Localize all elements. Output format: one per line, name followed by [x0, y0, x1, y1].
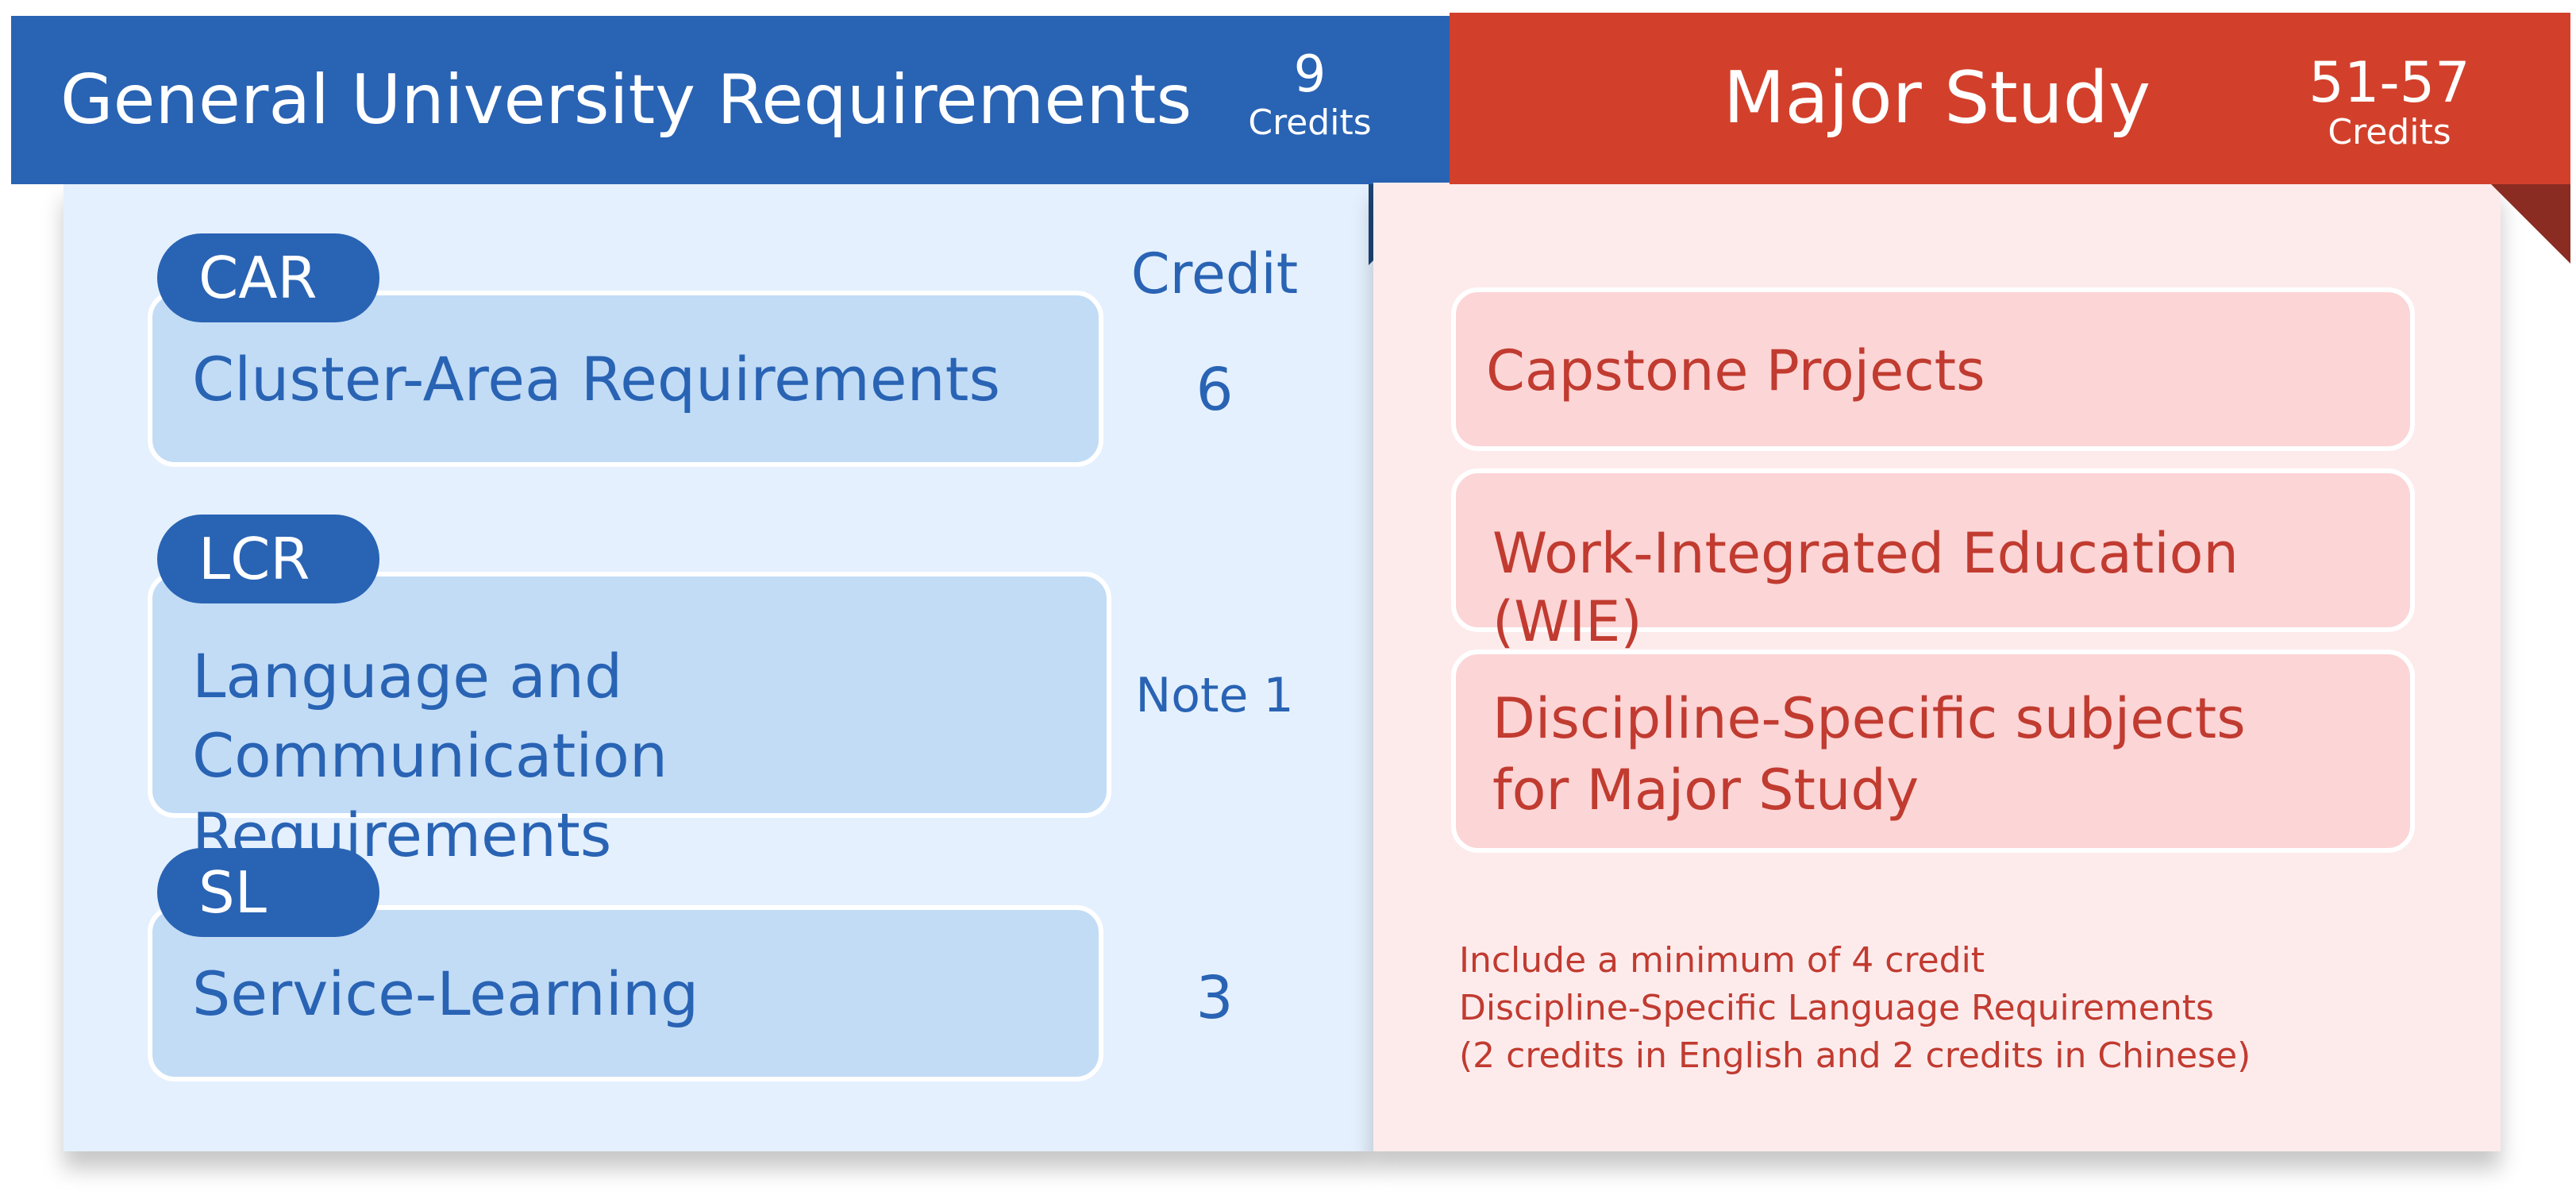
car-box: Cluster-Area Requirements — [148, 291, 1103, 467]
major-credits: 51-57 Credits — [2286, 52, 2493, 152]
wie-label: Work-Integrated Education (WIE) — [1492, 521, 2239, 654]
major-header-fold — [2491, 184, 2570, 264]
car-tag: CAR — [157, 233, 379, 322]
capstone-projects-box: Capstone Projects — [1451, 287, 2415, 451]
credit-column-heading: Credit — [1130, 241, 1299, 306]
wie-box: Work-Integrated Education (WIE) — [1451, 468, 2415, 654]
gur-credits-value: 9 — [1293, 45, 1327, 104]
major-title: Major Study — [1723, 56, 2151, 140]
lcr-box: Language and Communication Requirements — [148, 572, 1111, 870]
lcr-credit: Note 1 — [1135, 668, 1294, 723]
gur-credits: 9 Credits — [1223, 46, 1397, 143]
sl-tag: SL — [157, 848, 379, 937]
capstone-projects-label: Capstone Projects — [1486, 338, 1985, 403]
major-note-line1: Include a minimum of 4 credit — [1459, 940, 1985, 981]
discipline-specific-box: Discipline-Specific subjects for Major S… — [1451, 650, 2415, 853]
discipline-specific-label: Discipline-Specific subjects for Major S… — [1492, 683, 2386, 826]
sl-box: Service-Learning — [148, 905, 1103, 1081]
car-label: Cluster-Area Requirements — [192, 344, 1001, 414]
major-note-line3: (2 credits in English and 2 credits in C… — [1459, 1035, 2251, 1076]
major-credits-value: 51-57 — [2308, 50, 2470, 115]
lcr-label: Language and Communication Requirements — [192, 637, 1083, 875]
discipline-specific-line2: for Major Study — [1492, 758, 1919, 823]
gur-title: General University Requirements — [60, 60, 1192, 140]
major-note-line2: Discipline-Specific Language Requirement… — [1459, 988, 2214, 1028]
major-note: Include a minimum of 4 credit Discipline… — [1459, 937, 2412, 1080]
car-credit: 6 — [1196, 356, 1234, 424]
gur-header-bar — [11, 16, 1450, 184]
discipline-specific-line1: Discipline-Specific subjects — [1492, 686, 2246, 751]
major-credits-word: Credits — [2328, 112, 2451, 152]
major-header-bar — [1450, 13, 2570, 184]
lcr-label-line1: Language and Communication — [192, 641, 668, 791]
sl-credit: 3 — [1196, 964, 1234, 1032]
gur-credits-word: Credits — [1248, 102, 1372, 143]
sl-label: Service-Learning — [192, 958, 699, 1029]
lcr-tag: LCR — [157, 515, 379, 603]
